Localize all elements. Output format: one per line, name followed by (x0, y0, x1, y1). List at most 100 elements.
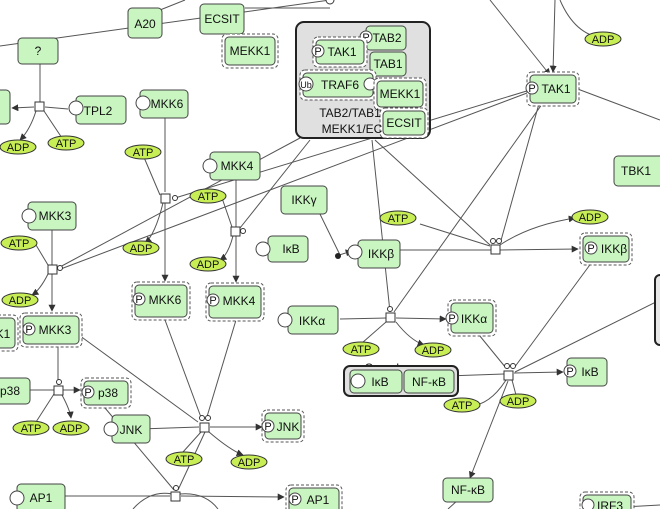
marker-label: P (566, 366, 573, 378)
adp-molecule[interactable]: ADP (0, 139, 37, 155)
edge-line (419, 223, 491, 247)
edge-line (159, 0, 186, 11)
atp-molecule[interactable]: ATP (165, 451, 203, 467)
adp-molecule[interactable]: ADP (414, 342, 452, 358)
complex-nfkb[interactable]: Complex IκB NF-κB (343, 361, 459, 397)
association-node (335, 253, 341, 259)
edge-line (513, 261, 593, 369)
node-k1-partial[interactable] (0, 317, 16, 349)
node-label: AP1 (307, 493, 330, 507)
complex-partial-right[interactable] (654, 274, 660, 346)
node-label: TAK1 (541, 82, 570, 96)
edge-line (499, 99, 541, 245)
node-p38[interactable] (0, 377, 31, 405)
edge-arrow (180, 493, 285, 501)
edge-arrow (489, 0, 551, 76)
modulation-dot (57, 265, 63, 271)
complex-member-mekk1[interactable] (376, 80, 424, 108)
phospho-marker (581, 498, 595, 509)
node-label: IκB (581, 365, 598, 379)
modulation-dot (496, 238, 502, 244)
modulation-dot (240, 228, 246, 234)
adp-molecule[interactable]: ADP (230, 454, 268, 470)
node-label: IRF3 (597, 499, 623, 509)
molecule-label: ADP (579, 212, 602, 224)
process-node (490, 244, 501, 255)
phospho-marker (261, 419, 275, 433)
edge-arrow (219, 235, 234, 261)
node-tbk1[interactable] (613, 155, 660, 187)
node-label: MKK6 (149, 293, 182, 307)
edge-line (221, 197, 233, 228)
edge-line (239, 139, 311, 229)
edge-line (43, 110, 63, 139)
atp-molecule[interactable]: ATP (12, 420, 50, 436)
node-label: TAB2 (372, 31, 401, 45)
node-a20[interactable] (127, 7, 163, 39)
node-label: AP1 (30, 491, 53, 505)
marker-label: P (362, 32, 369, 44)
edge-arrow (11, 104, 35, 112)
node-nfkb[interactable] (442, 477, 494, 503)
edge-arrow (61, 394, 74, 419)
adp-molecule[interactable]: ADP (1, 292, 39, 308)
complex-label: MEKK1/EC (322, 122, 383, 136)
node-partial-left[interactable] (0, 89, 11, 125)
edge-arrow (31, 273, 49, 296)
node-label: MKK3 (39, 323, 72, 337)
molecule-label: ATP (198, 191, 219, 203)
adp-molecule[interactable]: ADP (584, 31, 622, 47)
complex-member-nfkb[interactable] (403, 369, 455, 394)
state-circle (9, 490, 25, 506)
atp-molecule[interactable]: ATP (379, 210, 417, 226)
adp-molecule[interactable]: ADP (499, 393, 537, 409)
node-unknown[interactable] (17, 37, 59, 65)
edge-line (393, 99, 546, 313)
modulation-dot (325, 0, 335, 5)
modulation-dot (205, 415, 211, 421)
marker-label: P (291, 494, 298, 506)
atp-molecule[interactable]: ATP (0, 235, 38, 251)
complex-member-ecsit[interactable] (382, 110, 426, 136)
complex-tab[interactable]: P TAB2 P TAK1 TAB1 Ub TRAF6 MEKK1 ECSIT … (295, 21, 431, 139)
process-node (34, 101, 45, 112)
adp-molecule[interactable]: ADP (52, 420, 90, 436)
edge-line (179, 493, 219, 509)
node-label: IκB (282, 242, 299, 256)
state-circle (347, 244, 363, 260)
state-circle (277, 312, 293, 328)
edge-arrow (144, 202, 164, 244)
state-circle (135, 95, 151, 111)
process-node (385, 312, 396, 323)
adp-molecule[interactable]: ADP (571, 209, 609, 225)
atp-molecule[interactable]: ATP (443, 397, 481, 413)
node-ikk-beta-p[interactable] (582, 235, 630, 263)
edge-arrow (395, 315, 447, 323)
process-node (503, 370, 514, 381)
node-label: IKKα (461, 312, 487, 326)
adp-molecule[interactable]: ADP (122, 240, 160, 256)
molecule-label: ATP (21, 423, 42, 435)
edge-line (374, 139, 491, 246)
edge-line (182, 431, 202, 453)
atp-molecule[interactable]: ATP (47, 135, 85, 151)
edge-line (132, 492, 173, 509)
atp-molecule[interactable]: ATP (124, 144, 162, 160)
molecule-label: ADP (60, 423, 83, 435)
node-label: NF-κB (451, 483, 485, 497)
complex-member-tab1[interactable] (369, 51, 407, 77)
edge-arrow (499, 215, 576, 246)
phospho-marker (445, 311, 459, 325)
node-ecsit[interactable] (199, 3, 245, 35)
marker-label: P (448, 313, 455, 325)
node-label: TAK1 (327, 45, 356, 59)
marker-label: P (264, 421, 271, 433)
node-label: TRAF6 (321, 78, 359, 92)
edge-arrow (208, 431, 244, 457)
adp-molecule[interactable]: ADP (189, 256, 227, 272)
atp-molecule[interactable]: ATP (342, 341, 380, 357)
node-mekk1[interactable] (224, 36, 276, 66)
molecule-label: ADP (592, 34, 615, 46)
node-ikk-gamma[interactable] (280, 185, 328, 215)
atp-molecule[interactable]: ATP (189, 188, 227, 204)
